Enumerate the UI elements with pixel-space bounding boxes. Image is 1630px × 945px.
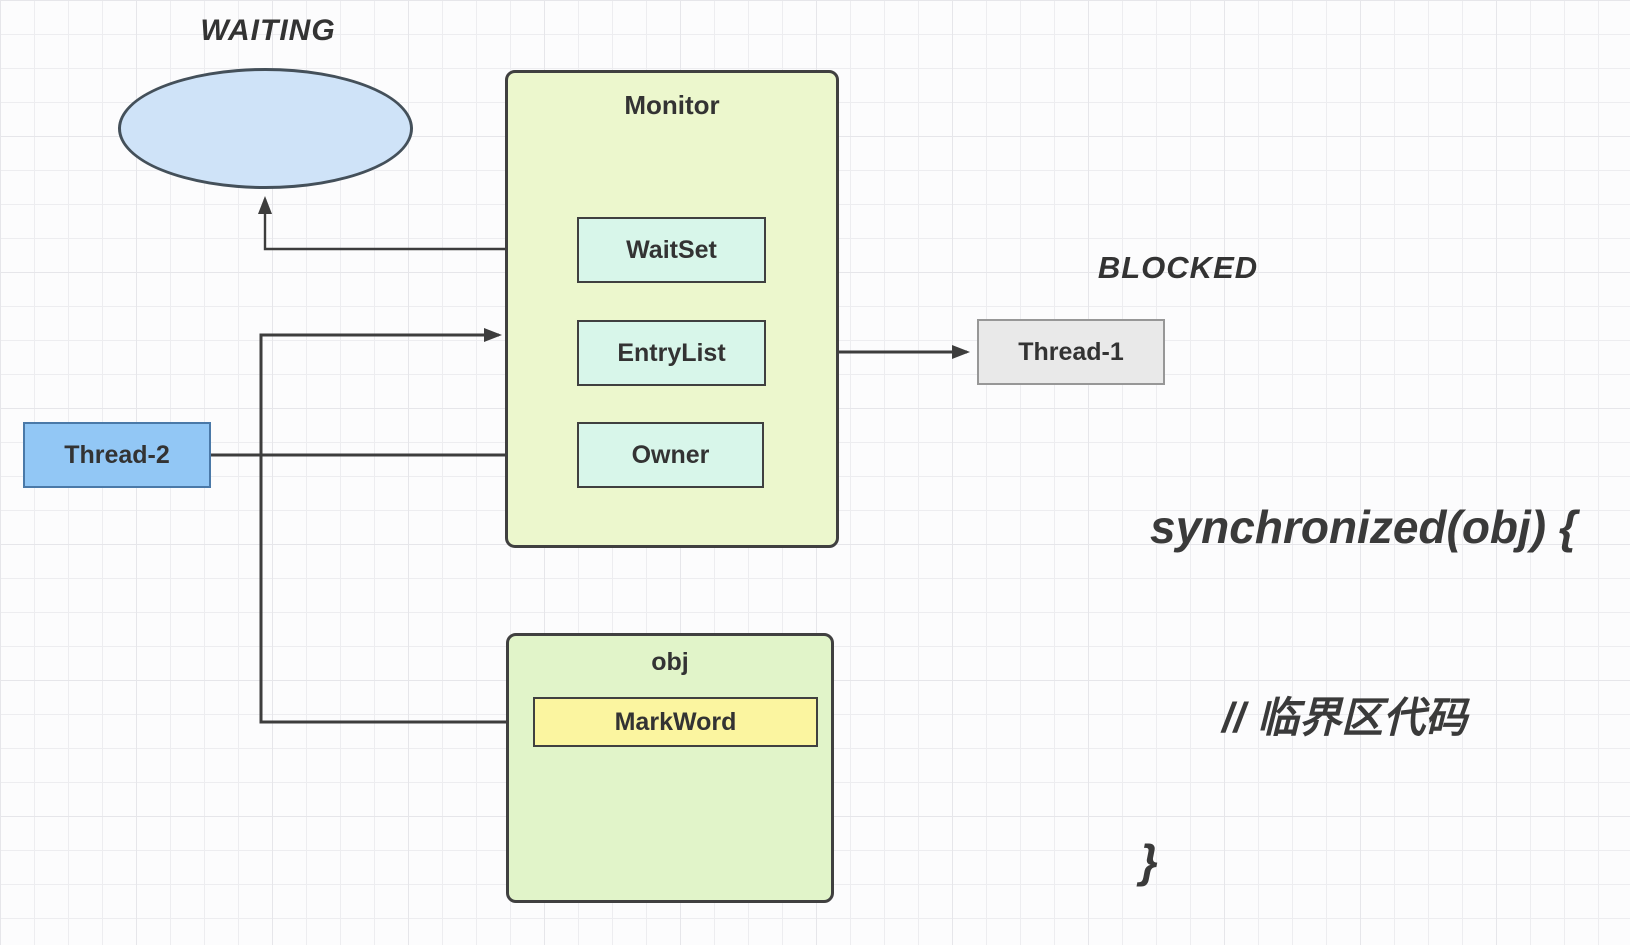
connector-markword-to-monitor [259, 328, 533, 724]
thread2-box: Thread-2 [23, 422, 211, 488]
entrylist-field: EntryList [577, 320, 766, 386]
waitset-field: WaitSet [577, 217, 766, 283]
monitor-title: Monitor [624, 90, 720, 120]
obj-box: obj [506, 633, 834, 903]
waiting-state-label: WAITING [200, 14, 336, 47]
markword-field: MarkWord [533, 697, 818, 747]
thread1-box: Thread-1 [977, 319, 1165, 385]
obj-title: obj [651, 648, 689, 676]
code-closing-brace: } [1140, 835, 1158, 887]
blocked-state-label: BLOCKED [1097, 250, 1259, 285]
connector-waitset-to-waiting [258, 196, 577, 251]
code-synchronized-open: synchronized(obj) { [1150, 501, 1577, 553]
waiting-set-ellipse [118, 68, 413, 189]
code-critical-section-comment: // 临界区代码 [1222, 694, 1468, 741]
owner-field: Owner [577, 422, 764, 488]
